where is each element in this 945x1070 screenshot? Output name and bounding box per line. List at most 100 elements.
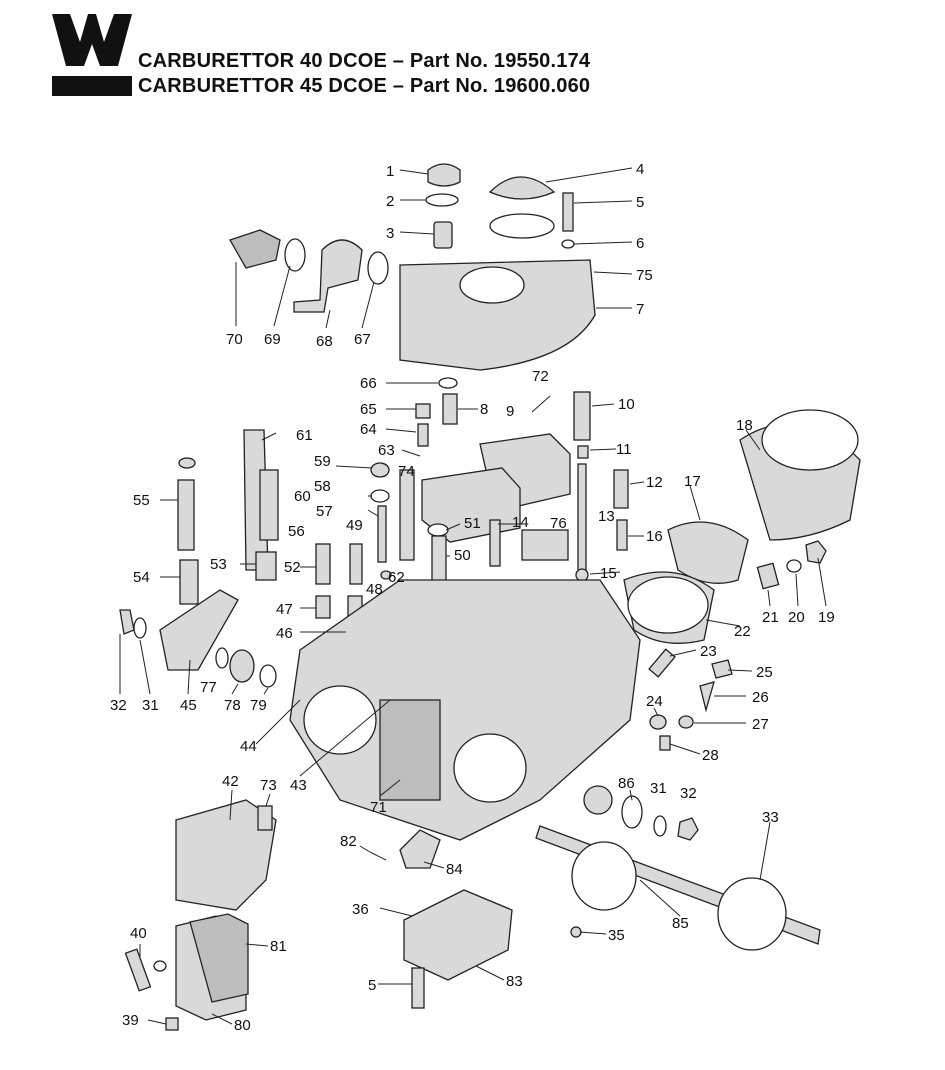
- part-21-lockplate: [756, 562, 780, 590]
- label-12: 12: [646, 474, 663, 491]
- part-19-nut: [805, 540, 827, 564]
- label-75: 75: [636, 267, 653, 284]
- label-47: 47: [276, 601, 293, 618]
- part-4-knob: [488, 176, 556, 200]
- part-11-jet: [577, 445, 589, 459]
- label-58: 58: [314, 478, 331, 495]
- part-77-washer: [215, 647, 229, 669]
- part-35-screw: [570, 926, 582, 938]
- part-25-cap: [711, 659, 733, 679]
- part-68-elbow: [293, 239, 363, 313]
- part-32-nut-right: [677, 817, 699, 841]
- part-5-screw-lower: [411, 967, 425, 1009]
- label-71: 71: [370, 799, 387, 816]
- label-43: 43: [290, 777, 307, 794]
- label-72: 72: [532, 368, 549, 385]
- part-32-nut: [119, 609, 135, 635]
- part-71-chamber: [379, 699, 441, 801]
- part-55-cap: [178, 457, 196, 469]
- part-10-tube: [573, 391, 591, 441]
- part-53-cap: [255, 551, 277, 581]
- label-62: 62: [388, 569, 405, 586]
- label-65: 65: [360, 401, 377, 418]
- label-64: 64: [360, 421, 377, 438]
- part-36-cover: [403, 889, 513, 981]
- label-56: 56: [288, 523, 305, 540]
- title-line-1: CARBURETTOR 40 DCOE – Part No. 19550.174: [138, 50, 591, 72]
- part-22-bore: [627, 576, 709, 634]
- label-76: 76: [550, 515, 567, 532]
- part-20-washer: [786, 559, 802, 573]
- part-85-plate-left: [571, 841, 637, 911]
- label-53: 53: [210, 556, 227, 573]
- part-27-nut: [678, 715, 694, 729]
- part-26-needle: [699, 681, 715, 713]
- part-69-washer: [284, 238, 306, 272]
- label-48: 48: [366, 581, 383, 598]
- label-6: 6: [636, 235, 644, 252]
- label-70: 70: [226, 331, 243, 348]
- part-54-spring: [179, 559, 199, 605]
- carburettor-main-body: [289, 579, 641, 841]
- label-44: 44: [240, 738, 257, 755]
- label-8: 8: [480, 401, 488, 418]
- label-17: 17: [684, 473, 701, 490]
- label-86: 86: [618, 775, 635, 792]
- part-15-nut: [575, 568, 589, 582]
- label-27: 27: [752, 716, 769, 733]
- part-64-needle: [417, 423, 429, 447]
- part-14-jet: [489, 519, 501, 567]
- label-36: 36: [352, 901, 369, 918]
- part-39-screw: [165, 1017, 179, 1031]
- label-24: 24: [646, 693, 663, 710]
- label-60: 60: [294, 488, 311, 505]
- label-11: 11: [616, 441, 632, 458]
- part-33-plate: [717, 877, 787, 951]
- label-18: 18: [736, 417, 753, 434]
- label-63: 63: [378, 442, 395, 459]
- label-51: 51: [464, 515, 481, 532]
- part-1-cap: [427, 163, 461, 187]
- part-31-washer-right: [653, 815, 667, 837]
- part-55-spring: [177, 479, 195, 551]
- label-45: 45: [180, 697, 197, 714]
- label-1: 1: [386, 163, 394, 180]
- label-15: 15: [600, 565, 617, 582]
- part-24-nut: [649, 714, 667, 730]
- part-60-spring: [259, 469, 279, 541]
- part-52-screw: [315, 543, 331, 585]
- label-7: 7: [636, 301, 644, 318]
- label-31-right: 31: [650, 780, 667, 797]
- body-bore-right: [453, 733, 527, 803]
- label-4: 4: [636, 161, 644, 178]
- label-79: 79: [250, 697, 267, 714]
- part-51-clip: [427, 523, 449, 537]
- label-20: 20: [788, 609, 805, 626]
- part-76-gasket: [521, 529, 569, 561]
- label-21: 21: [762, 609, 779, 626]
- part-6-washer: [561, 239, 575, 249]
- label-40: 40: [130, 925, 147, 942]
- label-33: 33: [762, 809, 779, 826]
- label-50: 50: [454, 547, 471, 564]
- part-16-jet: [616, 519, 628, 551]
- part-86-seal: [621, 795, 643, 829]
- label-5: 5: [636, 194, 644, 211]
- label-39: 39: [122, 1012, 139, 1029]
- part-70-fitting: [229, 229, 281, 269]
- label-32-right: 32: [680, 785, 697, 802]
- part-8-valve: [442, 393, 458, 425]
- label-46: 46: [276, 625, 293, 642]
- label-59: 59: [314, 453, 331, 470]
- part-18-air-horn-mouth: [761, 409, 859, 471]
- part-2-washer: [425, 193, 459, 207]
- part-42-linkage: [175, 799, 277, 911]
- part-gasket-ring: [489, 213, 555, 239]
- label-5-lower: 5: [368, 977, 376, 994]
- label-13: 13: [598, 508, 615, 525]
- label-66: 66: [360, 375, 377, 392]
- label-69: 69: [264, 331, 281, 348]
- body-bore-left: [303, 685, 377, 755]
